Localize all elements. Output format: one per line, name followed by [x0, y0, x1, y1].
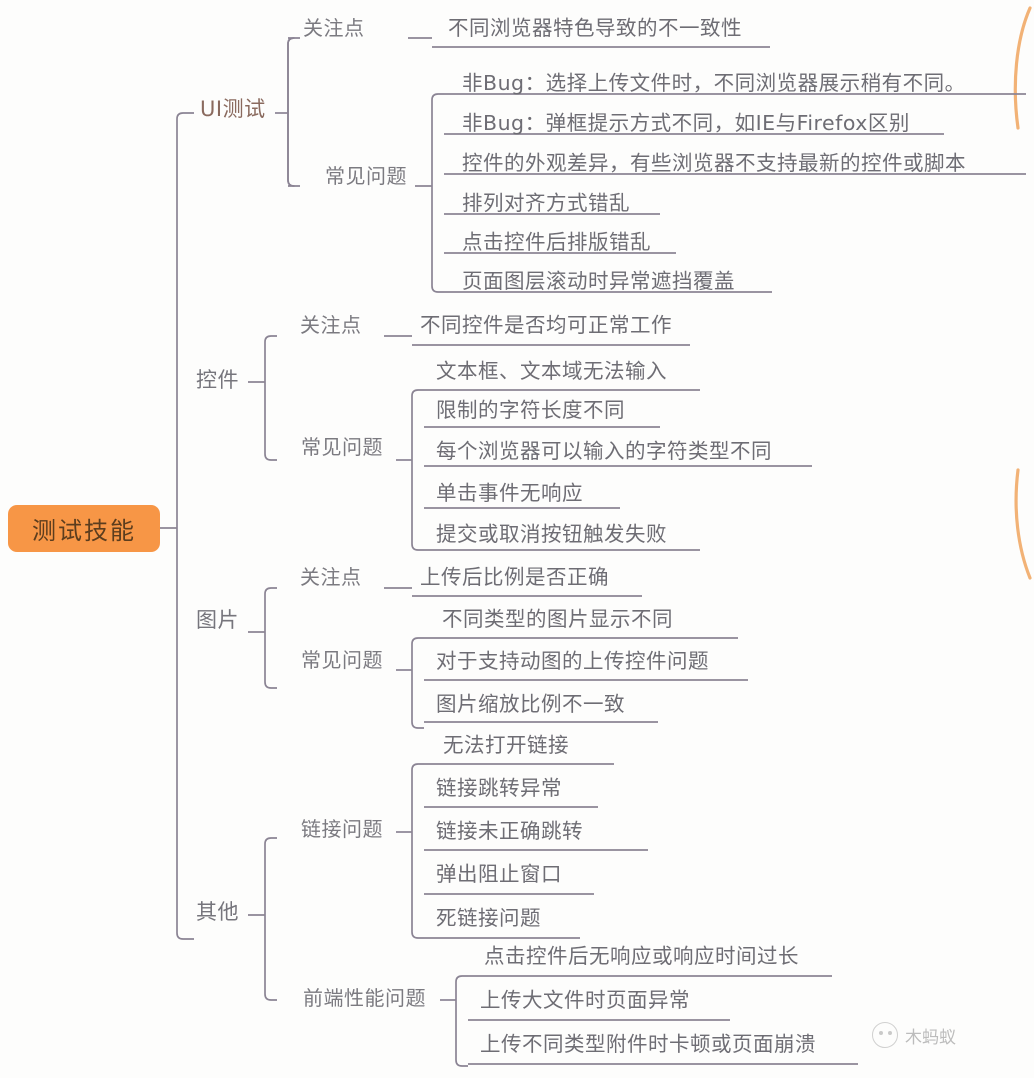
leaf-image-focus-1[interactable]: 上传后比例是否正确 — [420, 565, 609, 589]
leaf-ui-common-6[interactable]: 页面图层滚动时异常遮挡覆盖 — [462, 269, 735, 293]
leaf-other-perf-2[interactable]: 上传大文件时页面异常 — [480, 988, 690, 1012]
main-spine — [176, 112, 194, 940]
leaf-other-link-4[interactable]: 弹出阻止窗口 — [436, 862, 562, 886]
ui-group-bracket-real — [287, 37, 300, 187]
group-label-other-link[interactable]: 链接问题 — [301, 817, 383, 841]
leaf-control-common-5[interactable]: 提交或取消按钮触发失败 — [436, 522, 667, 546]
leaf-ui-common-2[interactable]: 非Bug：弹框提示方式不同，如IE与Firefox区别 — [462, 111, 910, 135]
leaf-other-link-3[interactable]: 链接未正确跳转 — [436, 819, 583, 843]
watermark-label: 木蚂蚁 — [905, 1027, 956, 1048]
leaf-other-perf-3[interactable]: 上传不同类型附件时卡顿或页面崩溃 — [480, 1032, 816, 1056]
leaf-control-common-3[interactable]: 每个浏览器可以输入的字符类型不同 — [436, 439, 772, 463]
decorative-arc-top — [1013, 6, 1032, 130]
leaf-image-common-1[interactable]: 不同类型的图片显示不同 — [442, 607, 673, 631]
smiley-circle-icon — [872, 1022, 898, 1048]
leaf-control-common-1[interactable]: 文本框、文本域无法输入 — [436, 359, 667, 383]
control-common-bracket — [411, 389, 424, 551]
leaf-image-common-3[interactable]: 图片缩放比例不一致 — [436, 692, 625, 716]
leaf-image-common-2[interactable]: 对于支持动图的上传控件问题 — [436, 649, 709, 673]
leaf-control-focus-1[interactable]: 不同控件是否均可正常工作 — [420, 313, 672, 337]
leaf-control-common-2[interactable]: 限制的字符长度不同 — [436, 398, 625, 422]
leaf-other-link-1[interactable]: 无法打开链接 — [443, 733, 569, 757]
root-node-label: 测试技能 — [32, 517, 136, 545]
group-label-control-common[interactable]: 常见问题 — [301, 435, 383, 459]
branch-label-control[interactable]: 控件 — [196, 368, 239, 392]
image-group-bracket — [264, 587, 277, 689]
leaf-other-perf-1[interactable]: 点击控件后无响应或响应时间过长 — [484, 944, 799, 968]
leaf-ui-common-4[interactable]: 排列对齐方式错乱 — [462, 191, 630, 215]
other-perf-bracket — [455, 975, 468, 1067]
leaf-other-link-2[interactable]: 链接跳转异常 — [436, 776, 562, 800]
leaf-ui-common-3[interactable]: 控件的外观差异，有些浏览器不支持最新的控件或脚本 — [462, 151, 966, 175]
other-group-bracket — [264, 837, 277, 1001]
leaf-ui-common-5[interactable]: 点击控件后排版错乱 — [462, 230, 651, 254]
group-label-other-perf[interactable]: 前端性能问题 — [303, 986, 426, 1010]
leaf-ui-focus-1[interactable]: 不同浏览器特色导致的不一致性 — [448, 16, 742, 40]
ui-common-bracket — [431, 93, 444, 293]
control-group-bracket — [264, 335, 277, 461]
image-common-bracket — [411, 637, 424, 729]
branch-label-other[interactable]: 其他 — [196, 900, 239, 924]
leaf-control-common-4[interactable]: 单击事件无响应 — [436, 481, 583, 505]
root-node[interactable]: 测试技能 — [8, 505, 160, 552]
branch-label-image[interactable]: 图片 — [196, 608, 239, 632]
leaf-other-link-5[interactable]: 死链接问题 — [436, 906, 541, 930]
group-label-ui-focus[interactable]: 关注点 — [303, 16, 365, 40]
ui-group-bracket — [287, 37, 295, 187]
group-label-image-focus[interactable]: 关注点 — [300, 565, 362, 589]
branch-label-ui[interactable]: UI测试 — [200, 97, 266, 121]
group-label-image-common[interactable]: 常见问题 — [301, 648, 383, 672]
group-label-control-focus[interactable]: 关注点 — [300, 313, 362, 337]
leaf-ui-common-1[interactable]: 非Bug：选择上传文件时，不同浏览器展示稍有不同。 — [462, 71, 966, 95]
group-label-ui-common[interactable]: 常见问题 — [325, 164, 407, 188]
other-link-bracket — [411, 763, 424, 939]
decorative-arc-bottom — [1014, 468, 1032, 580]
watermark: 木蚂蚁 — [872, 1022, 956, 1048]
